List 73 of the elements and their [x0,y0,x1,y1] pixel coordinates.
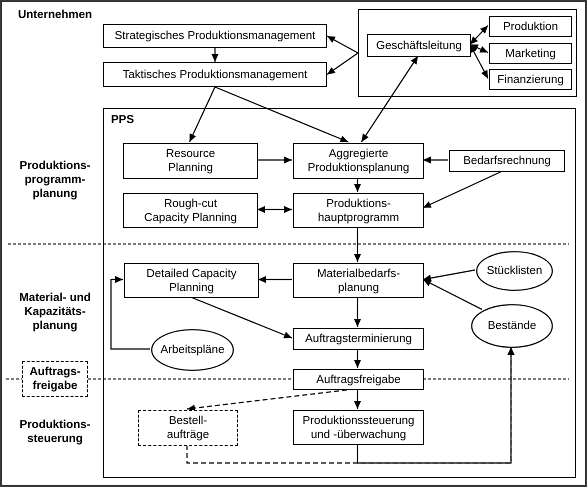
double-arrow [470,25,488,45]
box-label: Strategisches Produktionsmanagement [114,29,316,43]
arrow [326,35,358,54]
process-box [489,16,572,37]
arrow [258,276,292,283]
phase-box [22,361,88,397]
arrow [110,276,150,350]
process-box [489,43,572,64]
process-box [123,193,258,228]
arrow [188,86,216,142]
ellipse-label: Bestände [488,319,536,333]
arrow [190,296,292,339]
box-label: Auftragsfreigabe [316,372,401,386]
group-title: PPS [111,113,134,127]
box-label: Aggregierte Produktionsplanung [306,147,410,175]
process-box [367,34,471,57]
arrow [326,52,358,75]
process-box [123,143,258,179]
process-box [293,263,424,298]
box-label: Geschäftsleitung [376,38,462,52]
double-arrow [470,44,488,54]
arrow [214,86,349,143]
box-label: Resource Planning [164,147,216,175]
phase-label: Auftrags- freigabe [28,365,82,393]
process-box [489,69,572,90]
box-label: Bedarfsrechnung [463,154,551,168]
arrow [423,156,448,164]
group-frame [103,108,576,478]
process-box [293,410,424,445]
double-arrow [469,44,489,79]
process-box [293,328,424,350]
phase-label: Produktions- steuerung [18,418,92,446]
ellipse-label: Stücklisten [486,264,542,278]
arrow [212,48,218,62]
frame-box [358,9,577,97]
process-box [293,369,424,390]
box-label: Marketing [505,46,556,60]
arrow [354,389,361,409]
box-label: Detailed Capacity Planning [145,266,238,294]
box-label: Rough-cut Capacity Planning [143,196,238,224]
process-box [449,150,565,172]
phase-label: Unternehmen [16,8,94,22]
process-box [103,24,327,48]
double-arrow [257,206,292,213]
box-label: Produktion [503,20,558,34]
arrow [354,227,361,262]
arrow [422,170,503,208]
box-label: Bestell- aufträge [166,414,210,442]
data-ellipse [151,329,234,371]
dashed-box [138,410,238,446]
arrow [422,269,476,282]
phase-label: Material- und Kapazitäts- planung [18,291,92,333]
process-box [293,193,424,228]
data-ellipse [471,304,553,348]
arrow [356,347,514,464]
ellipse-label: Arbeitspläne [160,343,224,357]
box-label: Taktisches Produktionsmanagement [122,68,308,82]
double-arrow [360,56,418,142]
box-label: Produktions- hauptprogramm [316,196,400,224]
process-box [124,263,259,298]
arrow [354,178,361,192]
box-label: Produktionssteuerung und -überwachung [302,414,416,442]
arrow [354,349,361,368]
box-label: Auftragsterminierung [305,332,412,346]
process-box [103,62,327,87]
arrow [354,297,361,327]
box-label: Materialbedarfs- planung [316,266,402,294]
box-label: Finanzierung [497,72,564,86]
phase-label: Produktions- programm- planung [18,159,92,201]
arrow [422,278,482,310]
arrow [257,156,292,164]
data-ellipse [476,251,553,291]
process-box [293,143,424,179]
